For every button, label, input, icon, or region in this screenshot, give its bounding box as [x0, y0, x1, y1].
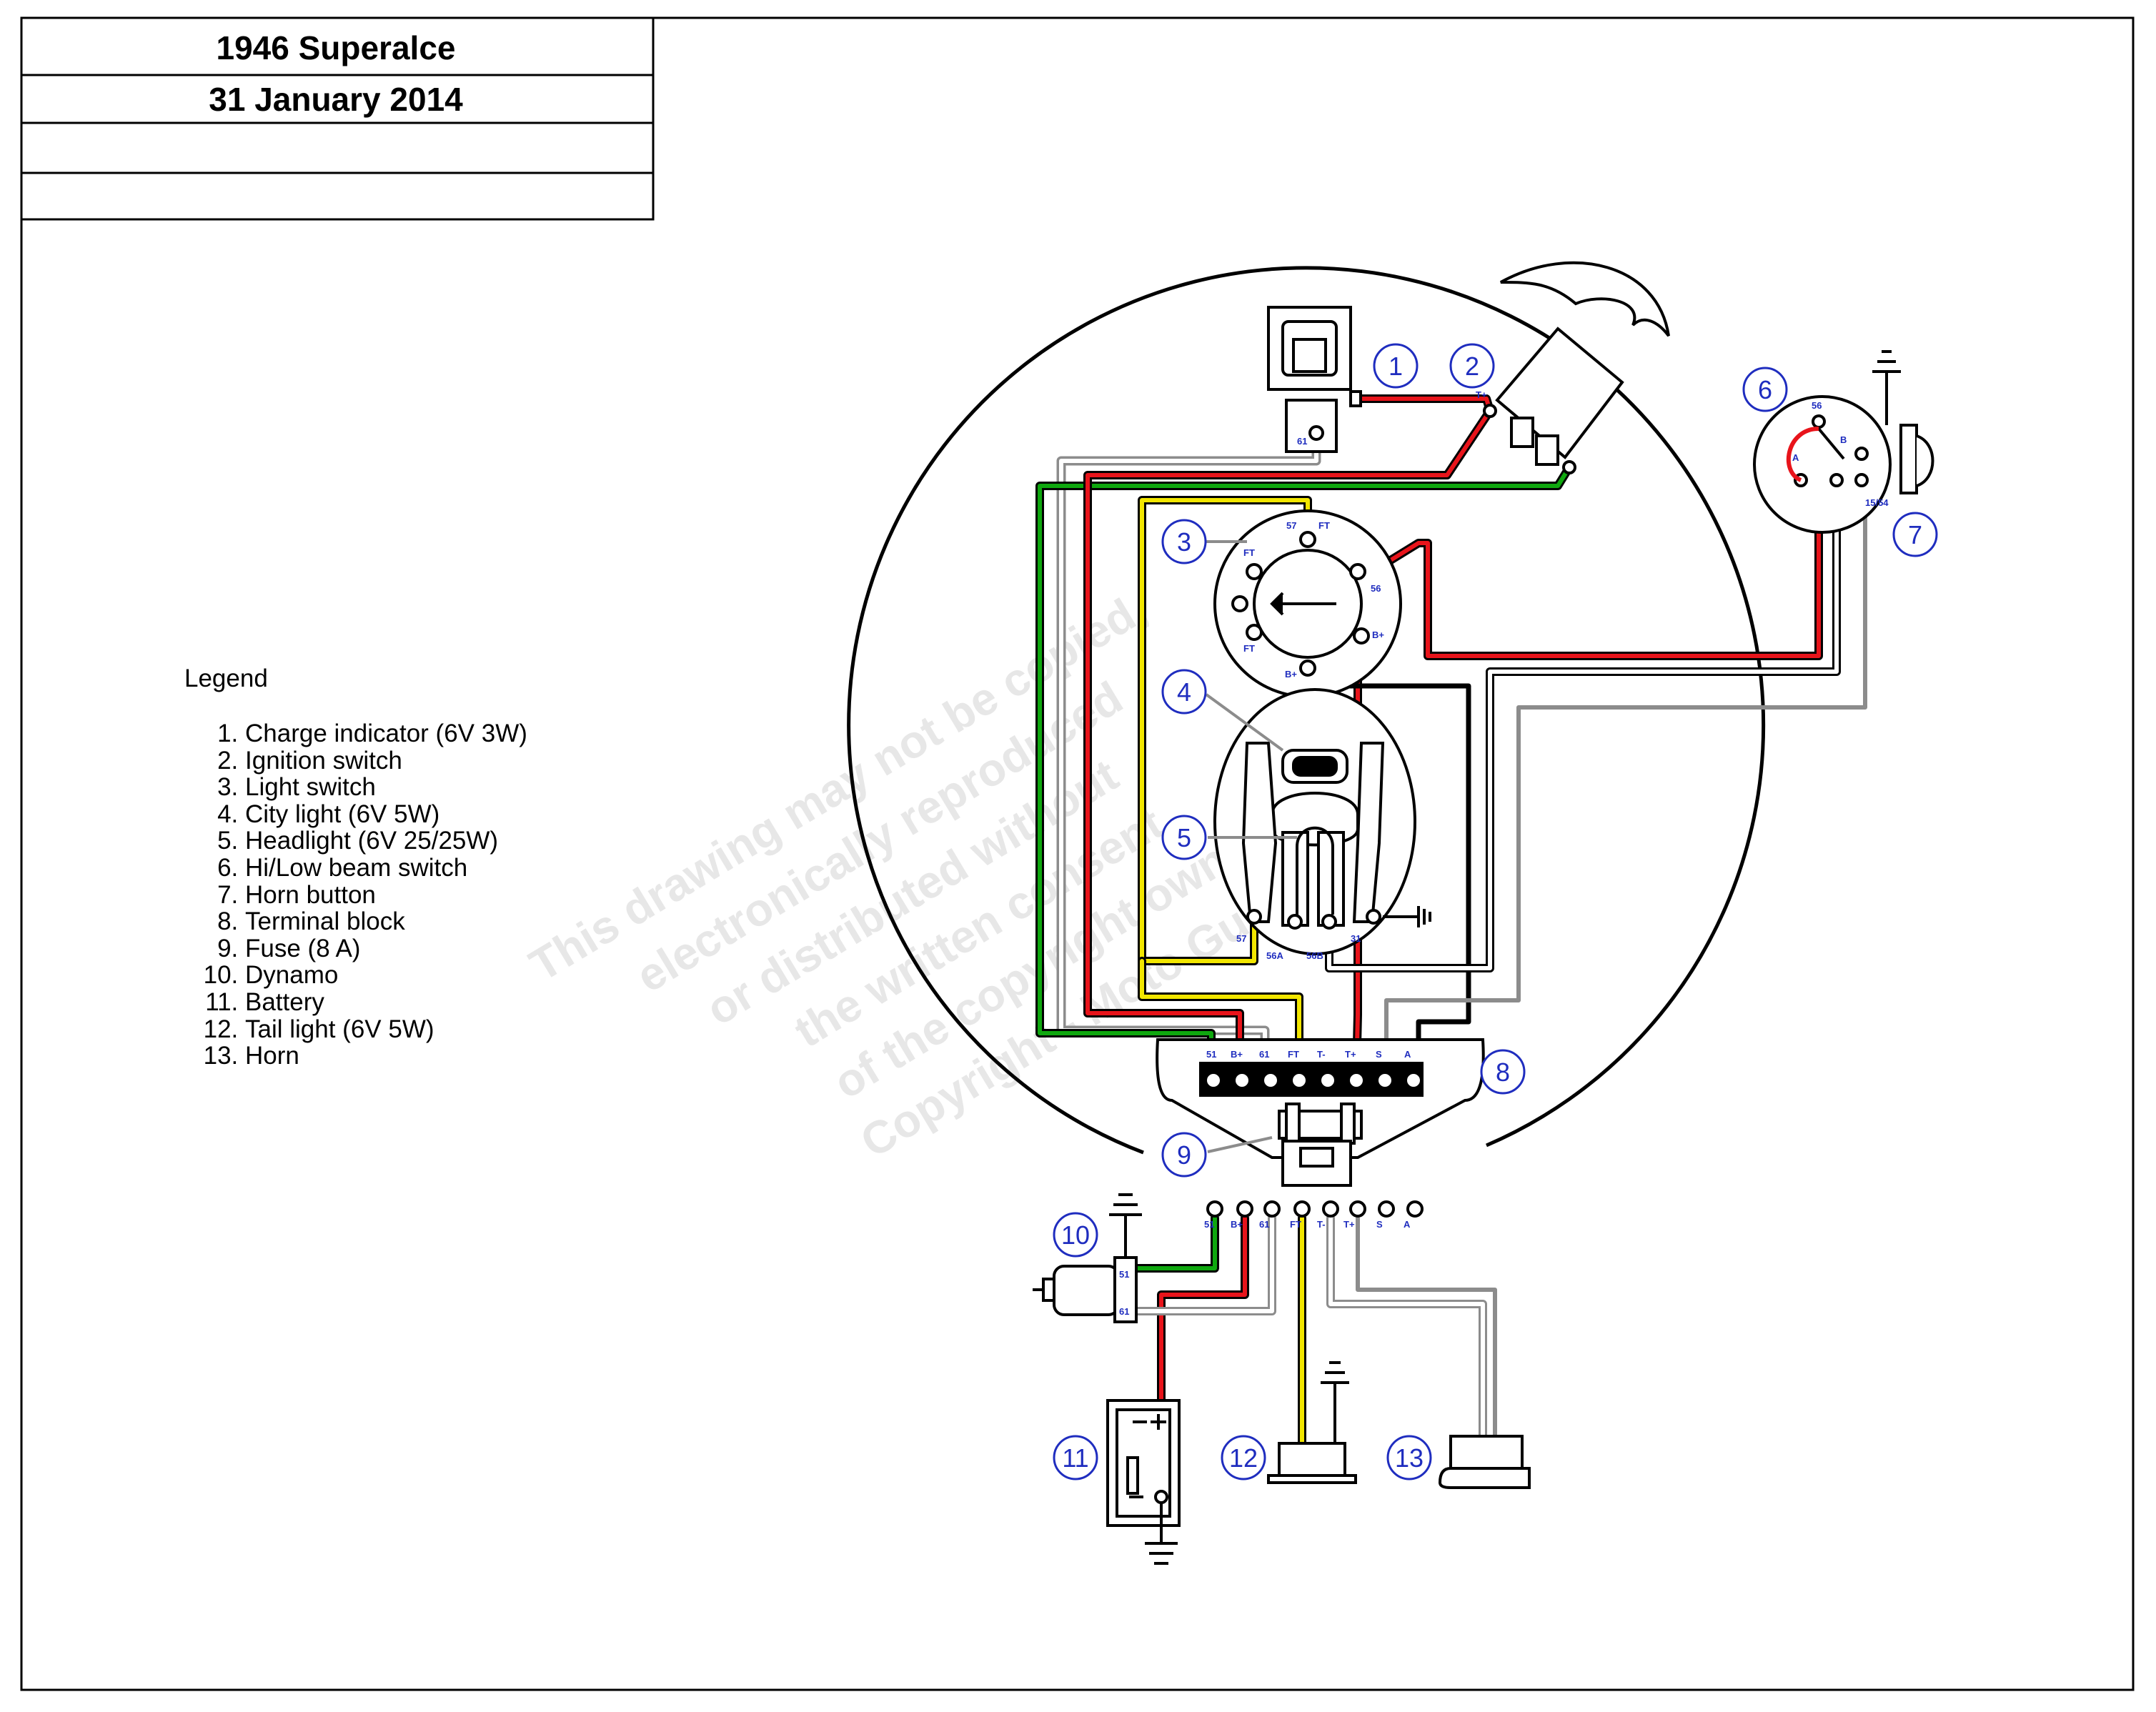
terminal-label: B+ [1231, 1049, 1243, 1060]
legend-heading: Legend [184, 665, 268, 692]
headlight-bulb-holder [1213, 688, 1431, 955]
legend-item: Horn [245, 1042, 527, 1070]
legend-item: Tail light (6V 5W) [245, 1015, 527, 1043]
charge-indicator-terminal-label: 61 [1297, 436, 1307, 447]
headlight-31-label: 31 [1351, 933, 1361, 944]
callout-leaders [1205, 540, 1297, 1153]
tail-light [1267, 1361, 1357, 1484]
drawing-date: 31 January 2014 [209, 81, 463, 118]
light-switch-bplus-label: B+ [1285, 669, 1297, 680]
terminal-label: T+ [1343, 1219, 1355, 1230]
dynamo [1033, 1193, 1142, 1323]
beam-switch-56-label: 56 [1812, 400, 1822, 411]
callout-number: 2 [1465, 352, 1479, 381]
terminal-label: FT [1290, 1219, 1301, 1230]
headlight-56b-label: 56B [1306, 950, 1323, 961]
legend-item: Ignition switch [245, 747, 527, 775]
lower-terminal-labels: 51 B+ 61 FT T- T+ S A [1204, 1219, 1411, 1230]
terminal-label: 61 [1259, 1219, 1269, 1230]
beam-switch [1753, 350, 1934, 534]
terminal-label: T- [1317, 1219, 1326, 1230]
callout-number: 8 [1496, 1057, 1510, 1087]
drawing-title: 1946 Superalce [216, 29, 456, 66]
lower-terminal-strip [1206, 1200, 1424, 1218]
legend-list: Charge indicator (6V 3W) Ignition switch… [184, 720, 527, 1070]
callout-number: 10 [1061, 1220, 1090, 1250]
dynamo-51-label: 51 [1119, 1269, 1129, 1280]
callout-number: 4 [1177, 677, 1191, 707]
callout-number: 1 [1389, 352, 1403, 381]
callout-number: 12 [1229, 1443, 1258, 1473]
light-switch-ft-label: FT [1243, 643, 1255, 654]
callout-number: 6 [1758, 375, 1772, 404]
fuse [1278, 1103, 1363, 1187]
light-switch-ft-label: FT [1318, 520, 1330, 531]
callout-numbers: 1 2 3 4 5 6 7 8 9 10 11 12 13 [1061, 352, 1922, 1473]
beam-switch-b-label: B [1840, 434, 1847, 445]
legend-item: Horn button [245, 881, 527, 909]
legend-item: Battery [245, 989, 527, 1016]
terminal-label: B+ [1231, 1219, 1243, 1230]
callout-number: 13 [1395, 1443, 1424, 1473]
light-switch-57-label: 57 [1286, 520, 1296, 531]
legend: Legend Charge indicator (6V 3W) Ignition… [184, 665, 527, 1070]
terminal-label: S [1376, 1049, 1382, 1060]
legend-item: Dynamo [245, 962, 527, 989]
headlamp-shell-outline [847, 266, 1766, 1155]
legend-item: Charge indicator (6V 3W) [245, 720, 527, 747]
legend-item: Headlight (6V 25/25W) [245, 827, 527, 855]
headlight-57-label: 57 [1236, 933, 1246, 944]
legend-item: Hi/Low beam switch [245, 855, 527, 882]
terminal-label: T+ [1345, 1049, 1356, 1060]
terminal-block [1156, 1038, 1485, 1159]
light-switch-ft-label: FT [1243, 547, 1255, 558]
terminal-label: FT [1288, 1049, 1299, 1060]
callout-number: 11 [1062, 1443, 1088, 1473]
terminal-block-labels: 51 B+ 61 FT T- T+ S A [1206, 1049, 1411, 1060]
title-block [20, 16, 655, 221]
battery [1106, 1399, 1181, 1565]
terminal-label: S [1376, 1219, 1383, 1230]
legend-item: Light switch [245, 774, 527, 801]
terminal-label: 51 [1204, 1219, 1214, 1230]
beam-switch-1554-label: 15/54 [1865, 497, 1889, 508]
horn [1438, 1435, 1531, 1489]
ignition-switch [1483, 261, 1670, 474]
terminal-label: A [1404, 1049, 1411, 1060]
legend-item: Fuse (8 A) [245, 935, 527, 962]
callouts [1053, 343, 1938, 1480]
callout-number: 5 [1177, 823, 1191, 852]
light-switch-56-label: 56 [1371, 583, 1381, 594]
callout-number: 3 [1177, 527, 1191, 557]
terminal-label: T- [1317, 1049, 1326, 1060]
terminal-label: 61 [1259, 1049, 1269, 1060]
callout-number: 7 [1908, 520, 1922, 549]
light-switch-bplus-label: B+ [1372, 629, 1384, 640]
legend-item: Terminal block [245, 908, 527, 935]
terminal-label: 51 [1206, 1049, 1216, 1060]
headlight-56a-label: 56A [1266, 950, 1283, 961]
page-border [20, 16, 2135, 1691]
light-switch [1213, 509, 1402, 698]
terminal-label: A [1404, 1219, 1411, 1230]
legend-item: City light (6V 5W) [245, 801, 527, 828]
ignition-terminal-label: T+ [1476, 389, 1487, 400]
charge-indicator [1267, 306, 1362, 453]
wiring-harness [1035, 394, 1867, 1455]
dynamo-61-label: 61 [1119, 1306, 1129, 1317]
callout-number: 9 [1177, 1140, 1191, 1170]
beam-switch-a-label: A [1792, 452, 1799, 463]
